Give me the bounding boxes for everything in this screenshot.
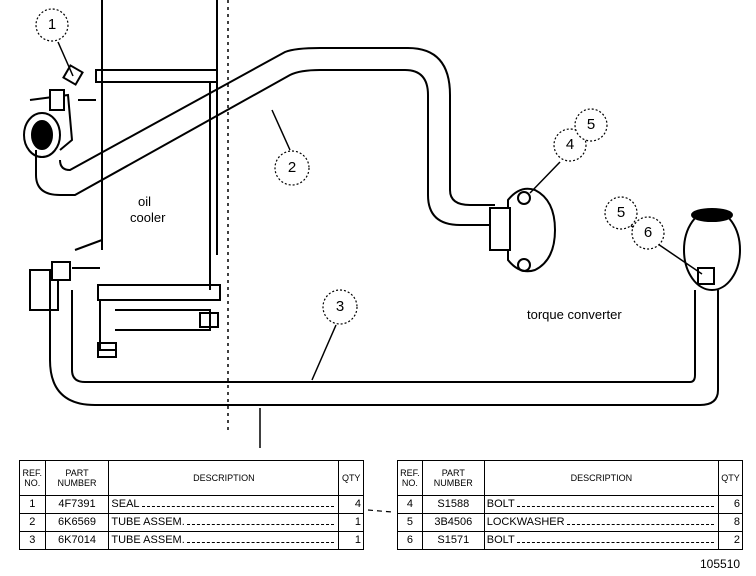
row-description: BOLT [483,531,720,550]
torque-converter-flange [489,187,557,273]
row-ref: 5 [397,513,423,532]
header-qty: QTY [338,460,364,496]
tube-assem-3 [29,261,719,406]
row-qty: 6 [718,495,743,514]
row-description: TUBE ASSEM. [108,513,340,532]
callout-5b [604,196,638,230]
row-part-number: 6K6569 [44,513,110,532]
row-description: BOLT [483,495,720,514]
callout-1-number: 1 [48,16,56,33]
header-description: DESCRIPTION [108,460,340,496]
table-row: 5 3B4506 LOCKWASHER 8 [397,513,743,532]
header-qty: QTY [718,460,743,496]
header-ref-no: REF.NO. [397,460,423,496]
callout-2-number: 2 [288,159,296,176]
row-description: TUBE ASSEM. [108,531,340,550]
row-description: LOCKWASHER [483,513,720,532]
torque-converter-label: torque converter [527,307,622,322]
row-ref: 4 [397,495,423,514]
row-description: SEAL [108,495,340,514]
cooler-label: cooler [130,210,166,225]
callout-5a [574,108,608,142]
row-ref: 6 [397,531,423,550]
row-qty: 1 [338,531,364,550]
row-part-number: 3B4506 [421,513,485,532]
right-end-fitting [683,208,741,291]
row-part-number: S1588 [421,495,485,514]
row-ref: 2 [19,513,46,532]
header-ref-no: REF.NO. [19,460,46,496]
top-left-fitting [23,64,96,158]
row-part-number: 4F7391 [44,495,110,514]
row-part-number: 6K7014 [44,531,110,550]
callout-4-number: 4 [566,136,574,153]
row-qty: 8 [718,513,743,532]
figure-number: 105510 [700,557,741,571]
callout-6 [631,216,665,250]
row-qty: 4 [338,495,364,514]
table-connector [367,509,393,513]
callout-6-number: 6 [644,224,652,241]
table-row: 4 S1588 BOLT 6 [397,495,743,514]
callout-5b-number: 5 [617,204,625,221]
tube-assem-2 [35,47,495,226]
table-row: 3 6K7014 TUBE ASSEM. 1 [19,531,364,550]
callout-3 [322,289,358,325]
row-ref: 1 [19,495,46,514]
row-qty: 1 [338,513,364,532]
row-qty: 2 [718,531,743,550]
callout-3-number: 3 [336,298,344,315]
callout-2 [274,150,310,186]
row-part-number: S1571 [421,531,485,550]
table-row: 2 6K6569 TUBE ASSEM. 1 [19,513,364,532]
oil-cooler-body [74,69,221,358]
callout-4a [553,128,587,162]
callout-5a-number: 5 [587,116,595,133]
callout-1 [35,8,69,42]
table-row: 6 S1571 BOLT 2 [397,531,743,550]
row-ref: 3 [19,531,46,550]
header-description: DESCRIPTION [483,460,720,496]
table-row: 1 4F7391 SEAL 4 [19,495,364,514]
oil-label: oil [138,194,151,209]
callout-leaders [57,41,703,448]
